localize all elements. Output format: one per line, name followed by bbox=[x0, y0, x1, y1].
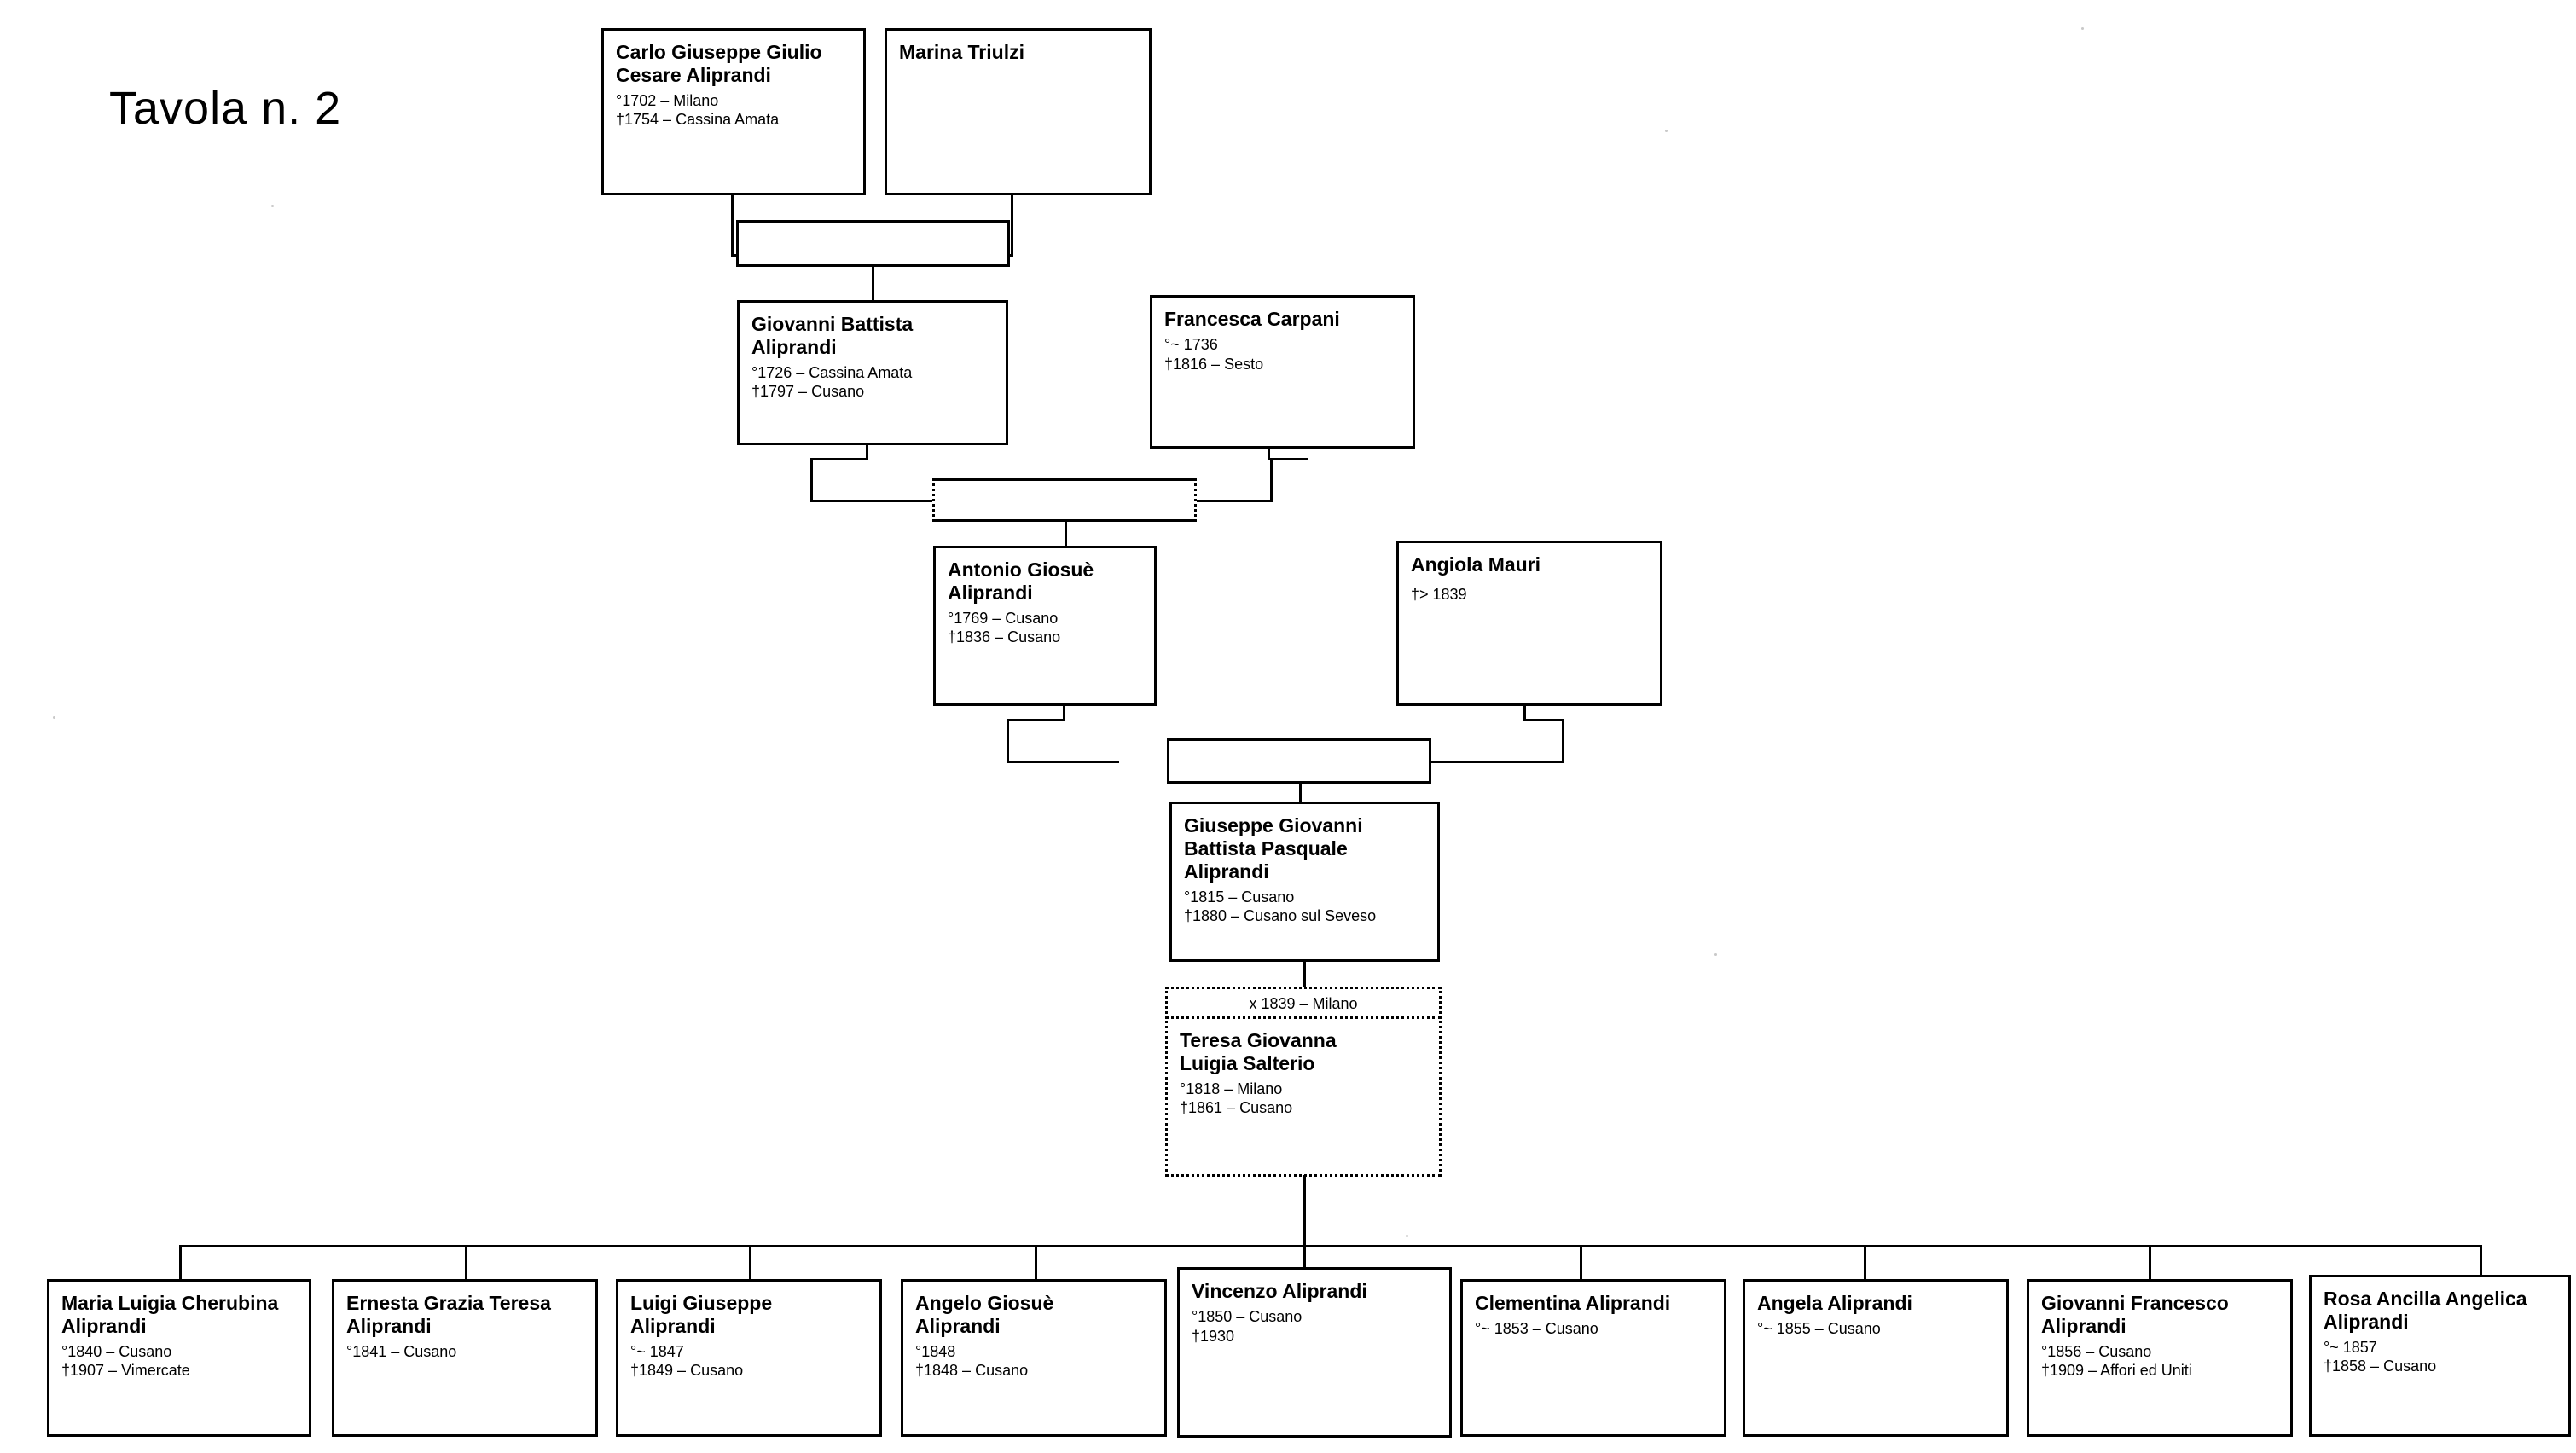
person-dates: °1856 – Cusano †1909 – Affori ed Uniti bbox=[2041, 1342, 2192, 1380]
person-name: Marina Triulzi bbox=[899, 41, 1024, 63]
connector-union1-down bbox=[872, 265, 874, 304]
scan-speck bbox=[271, 205, 274, 207]
person-dates: °1850 – Cusano †1930 bbox=[1192, 1307, 1303, 1345]
person-box-antonio[interactable]: Antonio Giosuè Aliprandi °1769 – Cusano … bbox=[933, 546, 1157, 706]
person-box-francesca[interactable]: Francesca Carpani °~ 1736 †1816 – Sesto bbox=[1150, 295, 1415, 449]
sibling-drop-1 bbox=[179, 1245, 182, 1281]
connector-giuseppe-to-teresa bbox=[1303, 960, 1306, 994]
person-box-carlo[interactable]: Carlo Giuseppe Giulio Cesare Aliprandi °… bbox=[601, 28, 866, 195]
person-dates: °1769 – Cusano †1836 – Cusano bbox=[948, 609, 1061, 646]
person-box-maria-luigia[interactable]: Maria Luigia Cherubina Aliprandi °1840 –… bbox=[47, 1279, 311, 1437]
person-dates: °~ 1736 †1816 – Sesto bbox=[1164, 335, 1264, 373]
connector-carlo-down bbox=[731, 221, 734, 257]
person-name: Carlo Giuseppe Giulio Cesare Aliprandi bbox=[616, 41, 822, 86]
sibling-drop-6 bbox=[1580, 1245, 1582, 1281]
sibling-bar bbox=[179, 1245, 2482, 1247]
sibling-drop-7 bbox=[1864, 1245, 1866, 1281]
person-dates: °1840 – Cusano †1907 – Vimercate bbox=[61, 1342, 190, 1380]
sibling-drop-4 bbox=[1035, 1245, 1037, 1281]
person-box-ernesta[interactable]: Ernesta Grazia Teresa Aliprandi °1841 – … bbox=[332, 1279, 598, 1437]
person-name: Angiola Mauri bbox=[1411, 553, 1541, 576]
person-box-vincenzo[interactable]: Vincenzo Aliprandi °1850 – Cusano †1930 bbox=[1177, 1267, 1452, 1438]
person-name: Luigi Giuseppe Aliprandi bbox=[630, 1292, 773, 1337]
page-title: Tavola n. 2 bbox=[109, 83, 342, 134]
person-box-teresa[interactable]: Teresa Giovanna Luigia Salterio °1818 – … bbox=[1165, 1016, 1442, 1177]
connector-gb-left bbox=[810, 458, 868, 460]
person-name: Angela Aliprandi bbox=[1757, 1292, 1912, 1314]
person-dates: °1726 – Cassina Amata †1797 – Cusano bbox=[751, 363, 913, 401]
connector-francesca-down bbox=[1270, 458, 1273, 502]
marriage-note-giuseppe-teresa: x 1839 – Milano bbox=[1165, 987, 1442, 1019]
union-box-carlo-marina[interactable] bbox=[736, 220, 1010, 267]
connector-union2-down bbox=[1065, 520, 1067, 559]
scan-speck bbox=[1714, 953, 1717, 956]
person-name: Clementina Aliprandi bbox=[1475, 1292, 1671, 1314]
person-dates: †> 1839 bbox=[1411, 585, 1467, 603]
sibling-drop-2 bbox=[465, 1245, 467, 1281]
connector-angiola-down bbox=[1562, 719, 1564, 763]
sibling-drop-3 bbox=[749, 1245, 751, 1281]
person-box-luigi[interactable]: Luigi Giuseppe Aliprandi °~ 1847 †1849 –… bbox=[616, 1279, 882, 1437]
person-name: Giuseppe Giovanni Battista Pasquale Alip… bbox=[1184, 814, 1363, 883]
person-box-giovanni-battista[interactable]: Giovanni Battista Aliprandi °1726 – Cass… bbox=[737, 300, 1008, 445]
person-dates: °~ 1853 – Cusano bbox=[1475, 1319, 1598, 1337]
connector-francesca-to-union bbox=[1188, 500, 1272, 502]
person-dates: °~ 1847 †1849 – Cusano bbox=[630, 1342, 744, 1380]
scan-speck bbox=[2081, 27, 2084, 30]
sibling-drop-8 bbox=[2149, 1245, 2151, 1281]
person-box-angiola[interactable]: Angiola Mauri †> 1839 bbox=[1396, 541, 1662, 706]
union-box-antonio-angiola[interactable] bbox=[1167, 738, 1431, 784]
person-name: Giovanni Battista Aliprandi bbox=[751, 313, 914, 358]
person-name: Antonio Giosuè Aliprandi bbox=[948, 559, 1094, 604]
connector-antonio-left bbox=[1007, 719, 1065, 721]
person-box-giovanni-francesco[interactable]: Giovanni Francesco Aliprandi °1856 – Cus… bbox=[2027, 1279, 2293, 1437]
person-name: Rosa Ancilla Angelica Aliprandi bbox=[2324, 1288, 2527, 1333]
connector-angiola-drop bbox=[1523, 704, 1526, 721]
person-name: Francesca Carpani bbox=[1164, 308, 1340, 330]
scan-speck bbox=[53, 716, 55, 719]
connector-antonio-down bbox=[1007, 719, 1009, 763]
person-dates: °1702 – Milano †1754 – Cassina Amata bbox=[616, 91, 780, 129]
connector-antonio-to-union bbox=[1007, 761, 1119, 763]
person-name: Angelo Giosuè Aliprandi bbox=[915, 1292, 1054, 1337]
person-name: Ernesta Grazia Teresa Aliprandi bbox=[346, 1292, 551, 1337]
connector-union3-down bbox=[1299, 782, 1302, 820]
person-box-angelo[interactable]: Angelo Giosuè Aliprandi °1848 †1848 – Cu… bbox=[901, 1279, 1167, 1437]
connector-marina-drop bbox=[1011, 195, 1013, 257]
person-box-angela[interactable]: Angela Aliprandi °~ 1855 – Cusano bbox=[1743, 1279, 2009, 1437]
sibling-drop-5 bbox=[1303, 1245, 1306, 1269]
connector-antonio-drop bbox=[1063, 704, 1065, 721]
person-dates: °~ 1855 – Cusano bbox=[1757, 1319, 1881, 1337]
connector-francesca-right bbox=[1268, 458, 1308, 460]
connector-gb-down bbox=[810, 458, 813, 502]
connector-gb-drop bbox=[866, 443, 868, 460]
person-name: Giovanni Francesco Aliprandi bbox=[2041, 1292, 2229, 1337]
connector-carlo-drop bbox=[731, 195, 734, 223]
sibling-drop-9 bbox=[2480, 1245, 2482, 1281]
person-box-rosa[interactable]: Rosa Ancilla Angelica Aliprandi °~ 1857 … bbox=[2309, 1275, 2571, 1437]
person-name: Maria Luigia Cherubina Aliprandi bbox=[61, 1292, 279, 1337]
person-name: Vincenzo Aliprandi bbox=[1192, 1280, 1367, 1302]
person-box-marina[interactable]: Marina Triulzi bbox=[885, 28, 1152, 195]
person-dates: °1815 – Cusano †1880 – Cusano sul Seveso bbox=[1184, 888, 1377, 925]
scan-speck bbox=[1406, 1235, 1408, 1237]
person-dates: °1841 – Cusano bbox=[346, 1342, 457, 1360]
union-box-giovannibattista-francesca[interactable] bbox=[932, 478, 1197, 522]
person-dates: °1848 †1848 – Cusano bbox=[915, 1342, 1029, 1380]
connector-angiola-right bbox=[1523, 719, 1564, 721]
person-name: Teresa Giovanna Luigia Salterio bbox=[1180, 1029, 1337, 1074]
person-dates: °~ 1857 †1858 – Cusano bbox=[2324, 1338, 2437, 1375]
connector-francesca-drop bbox=[1268, 447, 1270, 460]
person-dates: °1818 – Milano †1861 – Cusano bbox=[1180, 1080, 1293, 1117]
connector-angiola-to-union bbox=[1431, 761, 1564, 763]
person-box-clementina[interactable]: Clementina Aliprandi °~ 1853 – Cusano bbox=[1460, 1279, 1726, 1437]
scan-speck bbox=[1665, 130, 1668, 132]
connector-gb-to-union bbox=[810, 500, 934, 502]
connector-teresa-down-to-sibling-bar bbox=[1303, 1175, 1306, 1247]
person-box-giuseppe[interactable]: Giuseppe Giovanni Battista Pasquale Alip… bbox=[1169, 802, 1440, 962]
